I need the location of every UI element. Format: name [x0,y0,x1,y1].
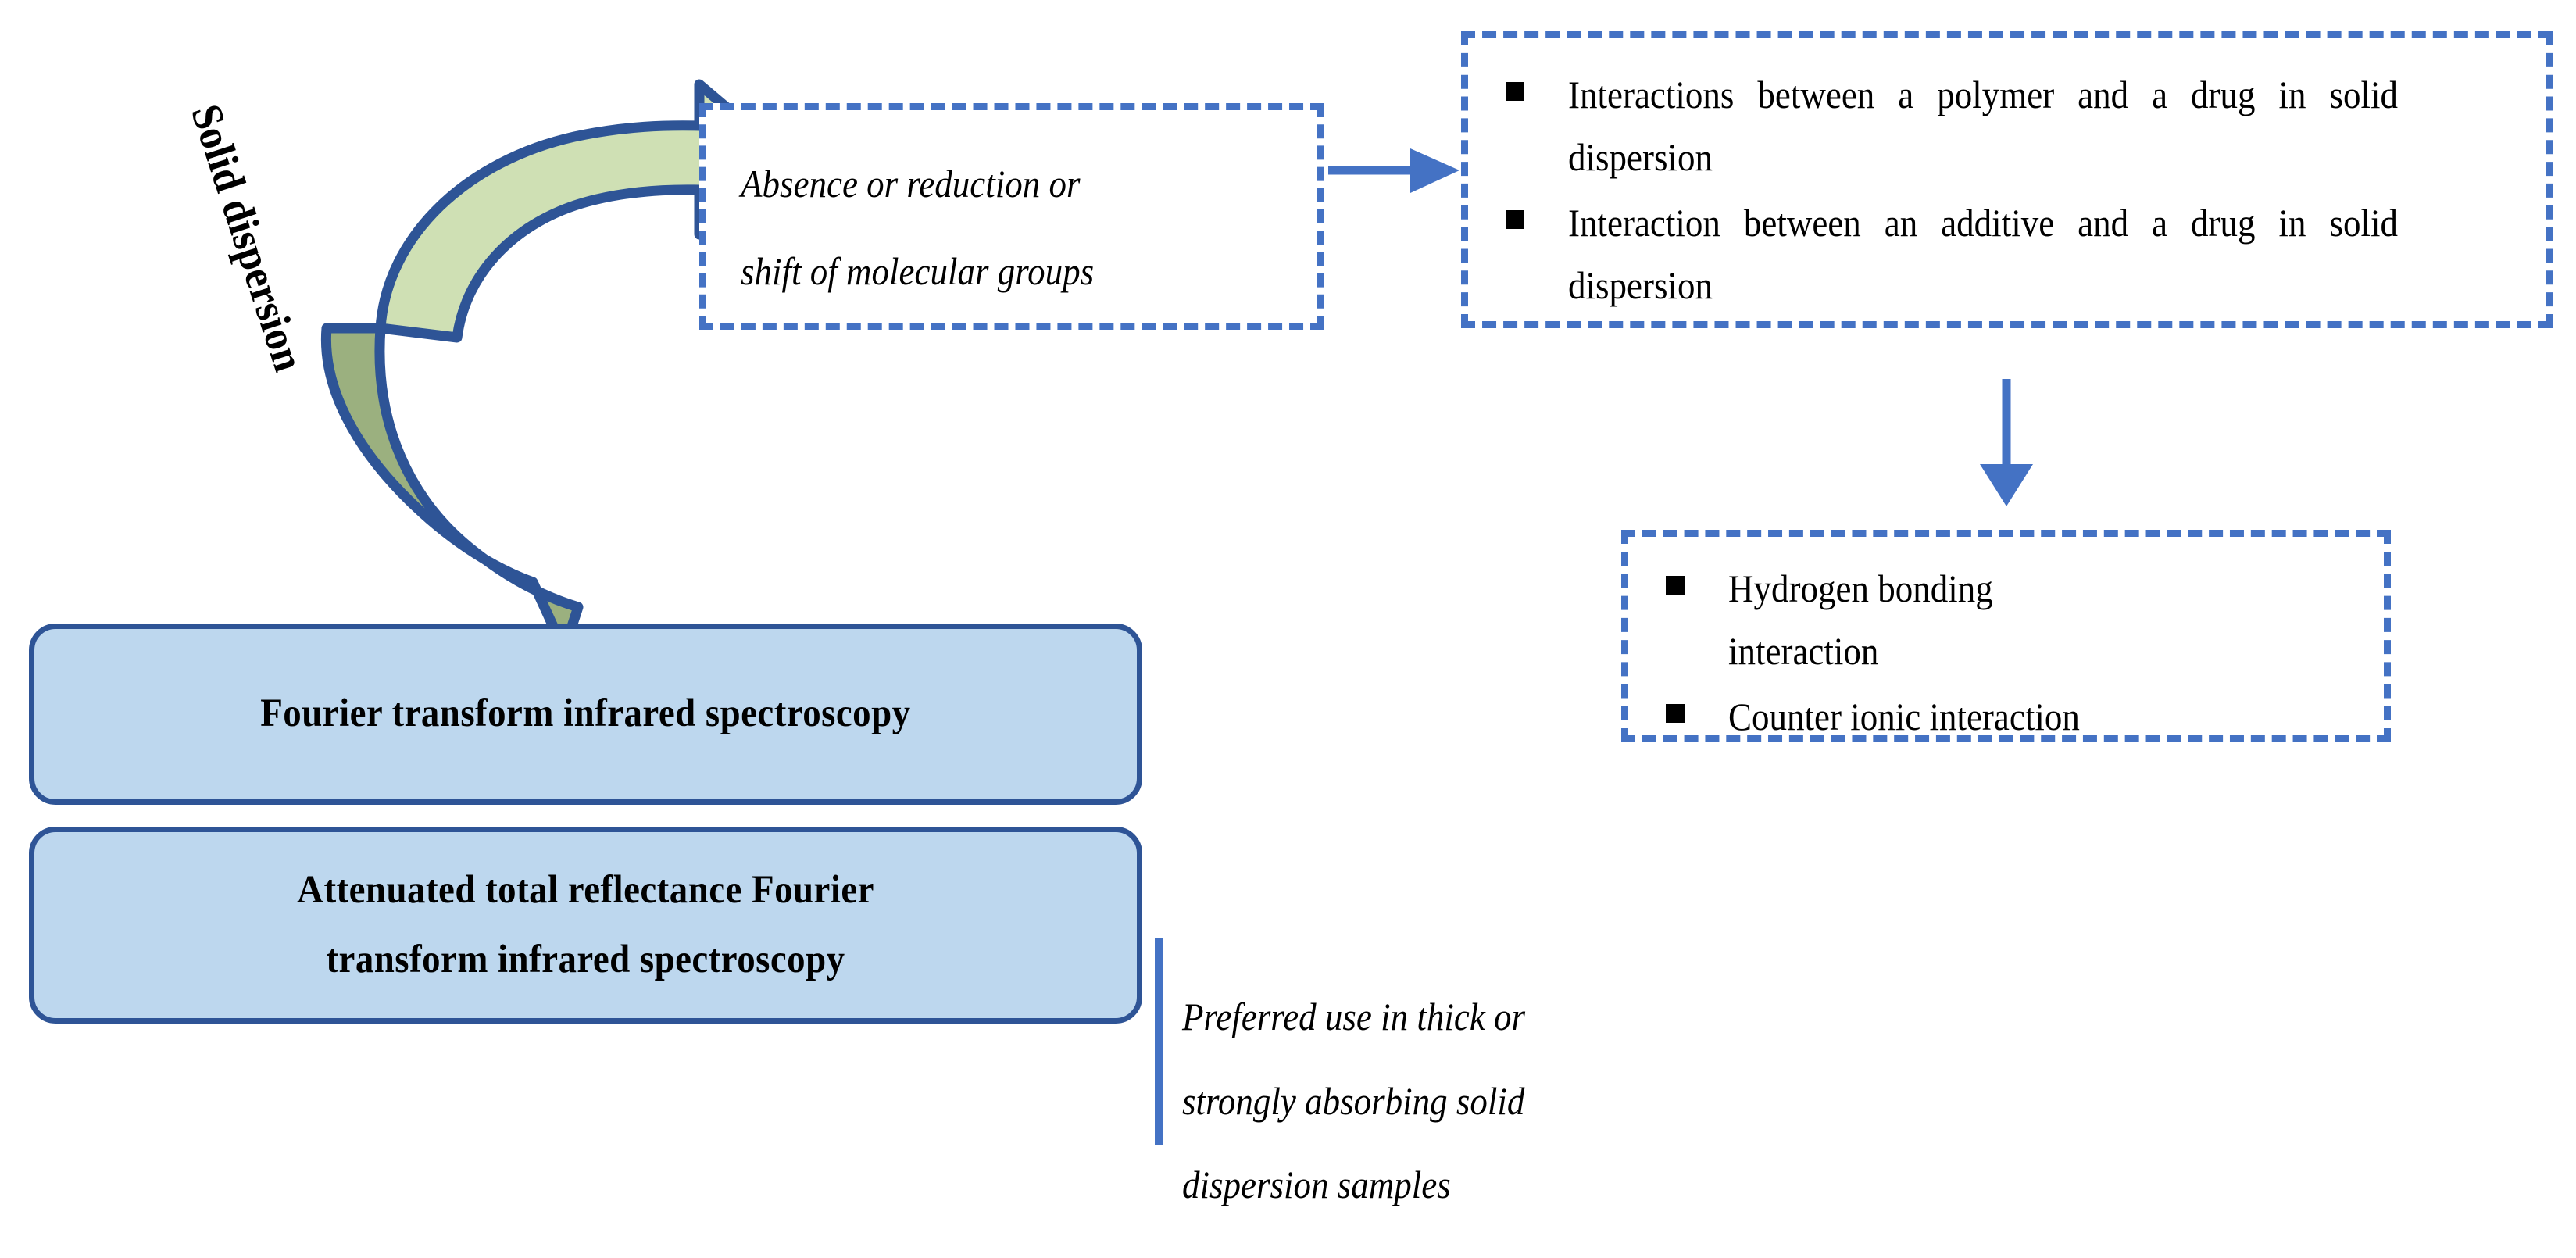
interactions-box: Interactions between a polymer and a dru… [1461,31,2553,328]
absence-reduction-box: Absence or reduction or shift of molecul… [699,103,1324,330]
square-bullet-icon [1506,82,1524,101]
atr-ftir-line-1: Attenuated total reflectance Fourier [297,867,874,912]
list-item: Hydrogen bonding interaction [1666,557,2369,682]
interactions-bullet-1: Interactions between a polymer and a dru… [1568,73,2398,179]
ftir-label: Fourier transform infrared spectroscopy [260,692,911,736]
preferred-line-3: dispersion samples [1182,1163,1451,1206]
bonding-bullet-list: Hydrogen bonding interaction Counter ion… [1666,557,2369,751]
absence-line-2: shift of molecular groups [741,248,1095,293]
absence-line-1: Absence or reduction or [741,162,1081,205]
square-bullet-icon [1666,576,1685,595]
preferred-line-1: Preferred use in thick or [1182,995,1526,1038]
atr-ftir-line-2: transform infrared spectroscopy [326,938,845,981]
bonding-bullet-1: Hydrogen bonding interaction [1728,566,1993,673]
preferred-line-2: strongly absorbing solid [1182,1078,1525,1123]
atr-ftir-label-wrap: Attenuated total reflectance Fourier tra… [273,856,899,995]
preferred-use-note: Preferred use in thick or strongly absor… [1182,979,1838,1224]
ftir-box: Fourier transform infrared spectroscopy [29,624,1142,805]
square-bullet-icon [1666,704,1685,723]
list-item: Interaction between an additive and a dr… [1506,191,2513,316]
source-label: Solid dispersion [181,98,313,377]
square-bullet-icon [1506,210,1524,229]
interactions-bullet-2: Interaction between an additive and a dr… [1568,201,2398,307]
atr-ftir-box: Attenuated total reflectance Fourier tra… [29,827,1142,1024]
bonding-bullet-2: Counter ionic interaction [1728,695,2080,738]
list-item: Counter ionic interaction [1666,685,2369,748]
list-item: Interactions between a polymer and a dru… [1506,63,2513,188]
vertical-rule-icon [1155,938,1163,1145]
bonding-box: Hydrogen bonding interaction Counter ion… [1621,530,2391,742]
interactions-bullet-list: Interactions between a polymer and a dru… [1506,63,2513,320]
